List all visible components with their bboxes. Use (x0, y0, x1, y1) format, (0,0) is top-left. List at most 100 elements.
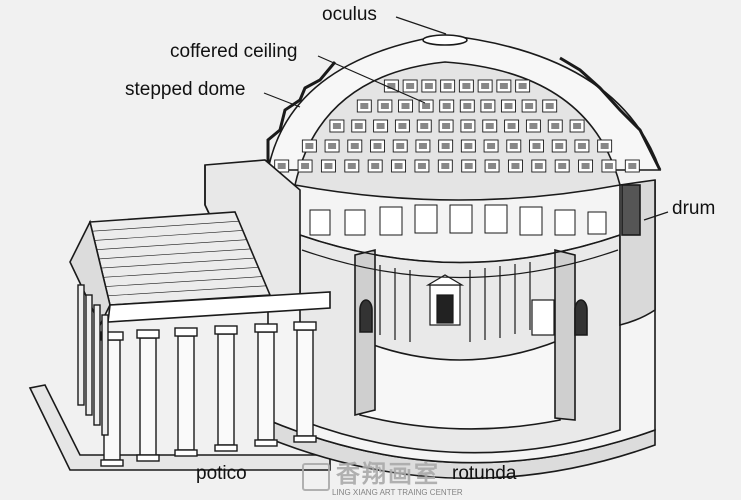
stepped-dome-leader (263, 92, 301, 108)
coffer-recess (555, 143, 564, 149)
label-coffered-ceiling: coffered ceiling (170, 41, 298, 62)
coffer-recess (387, 83, 396, 89)
roof-tile-row (92, 220, 239, 232)
coffer-recess (396, 143, 405, 149)
coffer-recess (441, 163, 450, 169)
column-base (214, 444, 238, 452)
coffer-recess (328, 143, 337, 149)
portico-column (139, 337, 157, 456)
coffer-recess (324, 163, 333, 169)
column-capital (174, 327, 198, 337)
coffer-recess (422, 103, 431, 109)
coffer-recess (551, 123, 560, 129)
side-column (93, 304, 101, 426)
coffer-recess (604, 163, 613, 169)
coffer-recess (406, 83, 415, 89)
coffer-recess (443, 83, 452, 89)
label-drum: drum (672, 198, 716, 219)
rotunda (267, 179, 656, 464)
portico-column (257, 331, 275, 441)
column-base (293, 435, 317, 443)
coffer-recess (511, 163, 520, 169)
coffer-recess (485, 123, 494, 129)
column-base (100, 459, 124, 467)
coffer-recess (464, 163, 473, 169)
coffer-recess (394, 163, 403, 169)
watermark-english: LING XIANG ART TRAING CENTER (332, 488, 463, 497)
coffer-recess (573, 123, 582, 129)
coffer-recess (373, 143, 382, 149)
coffer-recess (558, 163, 567, 169)
coffer-recess (518, 83, 527, 89)
coffer-recess (487, 143, 496, 149)
coffer-recess (577, 143, 586, 149)
portico-column (177, 335, 195, 451)
coffer-recess (463, 103, 472, 109)
coffer-recess (481, 83, 490, 89)
dome (266, 34, 662, 201)
coffer-recess (545, 103, 554, 109)
coffer-recess (509, 143, 518, 149)
coffer-recess (350, 143, 359, 149)
coffer-recess (332, 123, 341, 129)
side-column (85, 294, 93, 416)
roof-tiles (92, 220, 267, 297)
coffer-recess (462, 83, 471, 89)
watermark-logo: 香翔画室 LING XIANG ART TRAING CENTER (302, 461, 463, 499)
label-stepped-dome: stepped dome (125, 79, 246, 100)
portico-roof (69, 211, 331, 327)
label-portico: potico (196, 463, 247, 484)
column-capital (293, 321, 317, 331)
coffer-recess (442, 123, 451, 129)
coffer-recess (277, 163, 286, 169)
roof-tile-row (103, 267, 259, 278)
coffer-recess (534, 163, 543, 169)
coffer-recess (507, 123, 516, 129)
coffers (274, 79, 640, 173)
column-capital (214, 325, 238, 335)
roof-tile-row (107, 285, 267, 297)
roof-tile-row (105, 276, 263, 287)
coffer-recess (483, 103, 492, 109)
label-rotunda: rotunda (452, 463, 517, 484)
coffer-recess (504, 103, 513, 109)
leader-lines (263, 16, 669, 221)
coffer-recess (488, 163, 497, 169)
column-capital (100, 331, 124, 341)
coffer-recess (532, 143, 541, 149)
roof-tile-row (98, 248, 251, 260)
coffer-recess (463, 123, 472, 129)
coffer-recess (301, 163, 310, 169)
column-capital (254, 323, 278, 333)
coffer-recess (418, 143, 427, 149)
coffer-recess (398, 123, 407, 129)
coffer-recess (499, 83, 508, 89)
coffer-recess (600, 143, 609, 149)
roof-tile-row (96, 239, 247, 250)
column-base (174, 449, 198, 457)
side-column (77, 284, 85, 406)
portico-column (217, 333, 235, 446)
roof-tile-row (94, 230, 243, 241)
portico-column (296, 329, 314, 437)
coffer-recess (441, 143, 450, 149)
watermark-emblem (302, 463, 330, 491)
upper-windows (309, 204, 607, 236)
coffer-recess (305, 143, 314, 149)
coffer-recess (401, 103, 410, 109)
coffer-recess (417, 163, 426, 169)
column-capital (136, 329, 160, 339)
coffer-recess (354, 123, 363, 129)
coffer-recess (529, 123, 538, 129)
roof-tile-row (101, 257, 255, 269)
column-base (254, 439, 278, 447)
portico-columns (77, 284, 317, 467)
oculus-leader (395, 16, 447, 35)
interior-columns (299, 234, 621, 342)
coffer-recess (420, 123, 429, 129)
coffer-recess (376, 123, 385, 129)
coffer-recess (347, 163, 356, 169)
side-column (101, 314, 109, 436)
coffer-recess (628, 163, 637, 169)
label-oculus: oculus (322, 4, 377, 25)
